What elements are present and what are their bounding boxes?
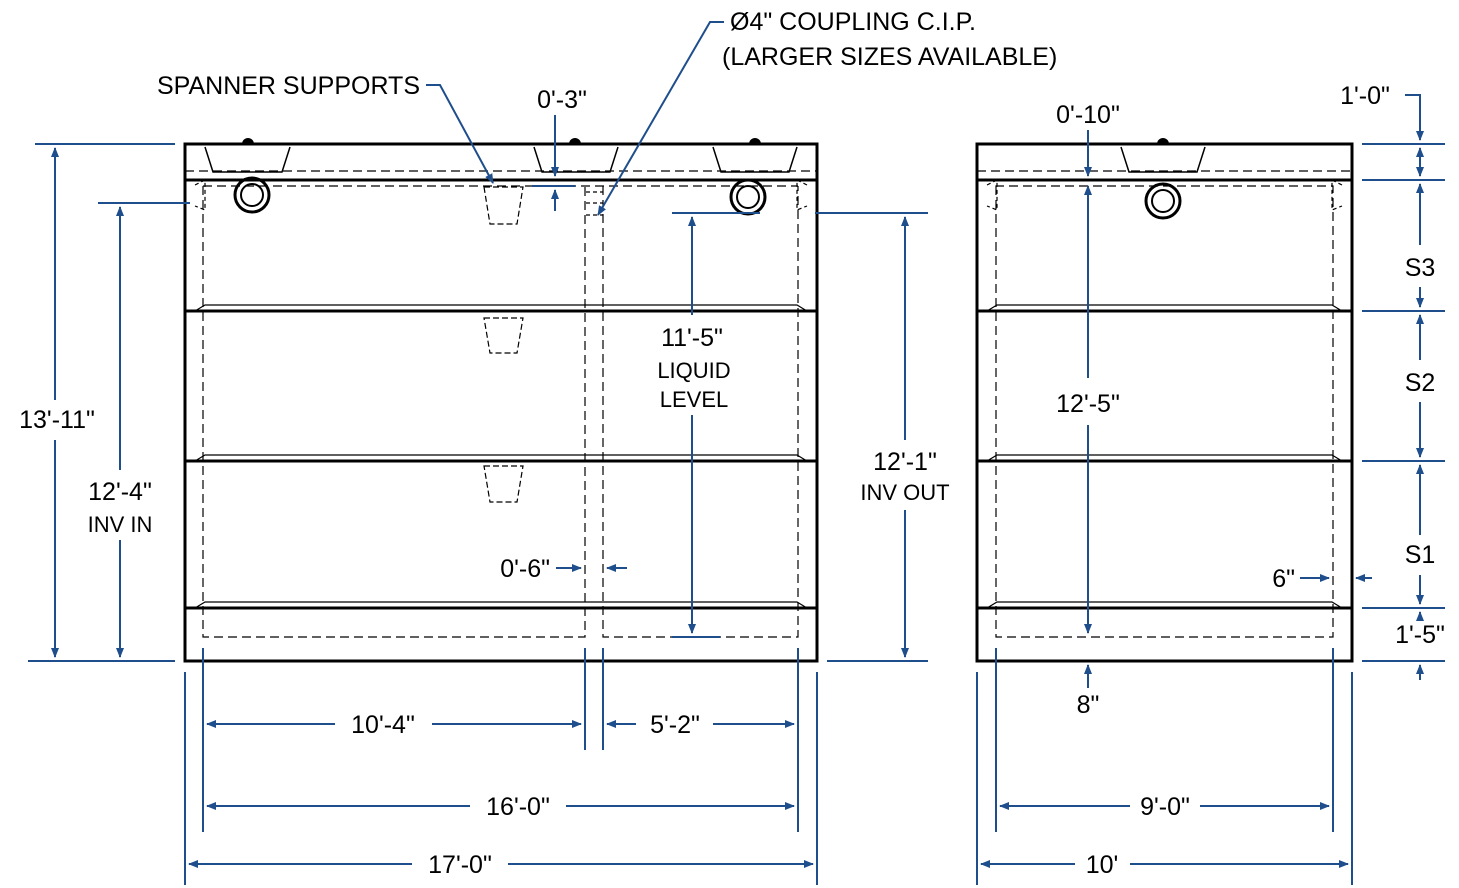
side-outer-width-dimension: 10' xyxy=(1086,851,1119,879)
lid-height-dimension: 1'-0" xyxy=(1340,82,1390,110)
front-tank-outline xyxy=(183,142,819,663)
inner-width-dimension: 16'-0" xyxy=(486,793,550,821)
inlet-pipe-icon xyxy=(233,176,271,214)
interior-height-dimension: 12'-5" xyxy=(1056,390,1120,418)
side-riser xyxy=(1120,146,1206,173)
inner-left-dimension: 10'-4" xyxy=(351,711,415,739)
side-tank-outline xyxy=(975,142,1354,663)
liquid-level-label-line2: LEVEL xyxy=(660,387,729,412)
side-view: 0'-10" 1'-0" S3 S2 S1 1'-5" 12'-5" 6" 8"… xyxy=(975,82,1445,885)
bottom-section-dimension: 1'-5" xyxy=(1395,621,1445,649)
inv-out-label: INV OUT xyxy=(860,480,949,505)
liquid-level-label-line1: LIQUID xyxy=(657,358,730,383)
side-pipe-icon xyxy=(1144,182,1182,220)
spanner-support-icons xyxy=(483,186,524,503)
spanner-supports-label: SPANNER SUPPORTS xyxy=(157,72,420,100)
inv-in-dimension: 12'-4" xyxy=(88,478,152,506)
outlet-pipe-icon xyxy=(729,178,767,216)
coupling-label-line1: Ø4" COUPLING C.I.P. xyxy=(730,8,976,36)
outer-width-dimension: 17'-0" xyxy=(428,851,492,879)
liquid-level-dimension: 11'-5" xyxy=(661,324,723,352)
inner-right-dimension: 5'-2" xyxy=(650,711,700,739)
front-risers xyxy=(204,146,798,173)
inv-out-dimension: 12'-1" xyxy=(873,448,937,476)
top-thickness-dimension: 0'-10" xyxy=(1056,101,1120,129)
section-s2-label: S2 xyxy=(1405,369,1436,397)
top-gap-dimension: 0'-3" xyxy=(537,86,587,114)
side-inner-width-dimension: 9'-0" xyxy=(1140,793,1190,821)
section-s1-label: S1 xyxy=(1405,541,1436,569)
baffle-wall-dimension: 0'-6" xyxy=(500,555,550,583)
front-view: Ø4" COUPLING C.I.P. (LARGER SIZES AVAILA… xyxy=(19,8,1057,885)
overall-height-dimension: 13'-11" xyxy=(19,406,95,434)
floor-thickness-dimension: 8" xyxy=(1077,691,1100,719)
side-inner-walls xyxy=(977,170,1352,638)
inv-in-label: INV IN xyxy=(88,512,153,537)
section-s3-label: S3 xyxy=(1405,254,1436,282)
coupling-label-line2: (LARGER SIZES AVAILABLE) xyxy=(722,43,1057,71)
wall-thickness-dimension: 6" xyxy=(1272,565,1295,593)
